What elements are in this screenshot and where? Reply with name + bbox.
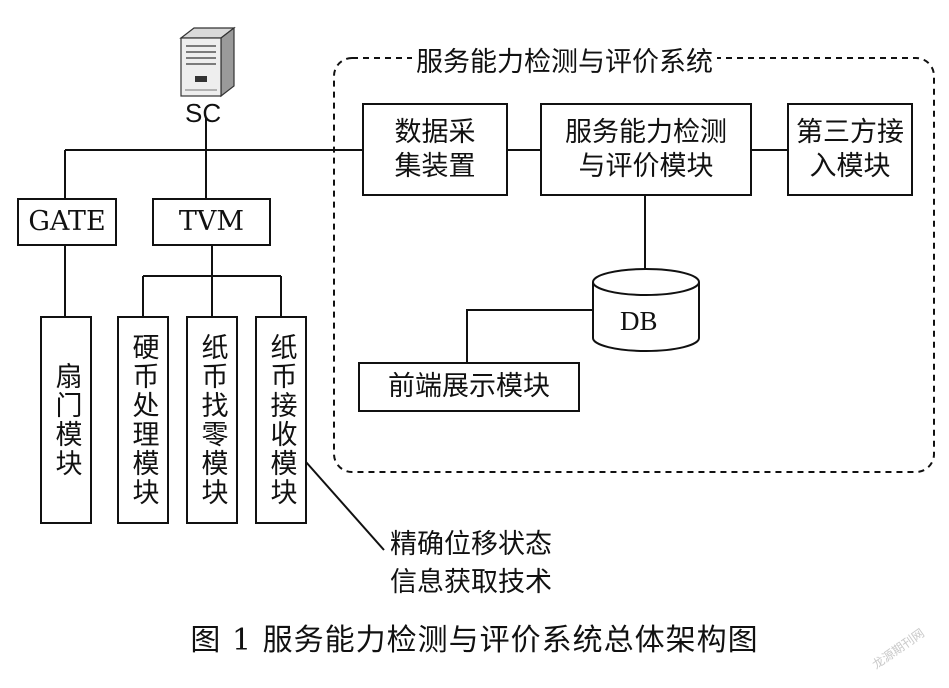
system-title: 服务能力检测与评价系统 <box>412 40 717 79</box>
coin-label: 硬币处理模块 <box>127 333 159 507</box>
gate-box: GATE <box>17 198 117 246</box>
third-party-label-2: 入模块 <box>809 150 891 182</box>
note-receive-module: 纸币接收模块 <box>255 316 307 524</box>
fan-door-label: 扇门模块 <box>50 362 82 478</box>
third-party-label-1: 第三方接 <box>796 116 904 148</box>
db-frontend-link <box>466 309 593 362</box>
data-collector-label: 数据采集装置 <box>394 116 476 182</box>
db-cylinder <box>592 268 700 352</box>
eval-module-label-1: 服务能力检测 <box>565 116 727 148</box>
note-receive-label: 纸币接收模块 <box>265 333 297 507</box>
server-label: SC <box>185 98 222 128</box>
annotation-line-2: 信息获取技术 <box>390 567 552 598</box>
third-party-box: 第三方接 入模块 <box>787 103 913 196</box>
server-icon <box>179 26 236 98</box>
eval-module-label-2: 与评价模块 <box>578 150 714 182</box>
frontend-label: 前端展示模块 <box>388 371 550 403</box>
data-collector-box: 数据采集装置 <box>362 103 508 196</box>
annotation-line-1: 精确位移状态 <box>390 529 552 560</box>
annotation-leader <box>305 461 385 551</box>
fan-door-module: 扇门模块 <box>40 316 92 524</box>
note-change-module: 纸币找零模块 <box>186 316 238 524</box>
note-change-label: 纸币找零模块 <box>196 333 228 507</box>
gate-label: GATE <box>28 206 106 238</box>
tvm-box: TVM <box>152 198 271 246</box>
eval-module-box: 服务能力检测 与评价模块 <box>540 103 752 196</box>
figure-caption: 图 1 服务能力检测与评价系统总体架构图 <box>190 623 759 658</box>
system-boundary <box>333 57 935 473</box>
tvm-label: TVM <box>178 206 245 238</box>
frontend-box: 前端展示模块 <box>358 362 580 412</box>
db-label: DB <box>620 306 658 336</box>
coin-module: 硬币处理模块 <box>117 316 169 524</box>
